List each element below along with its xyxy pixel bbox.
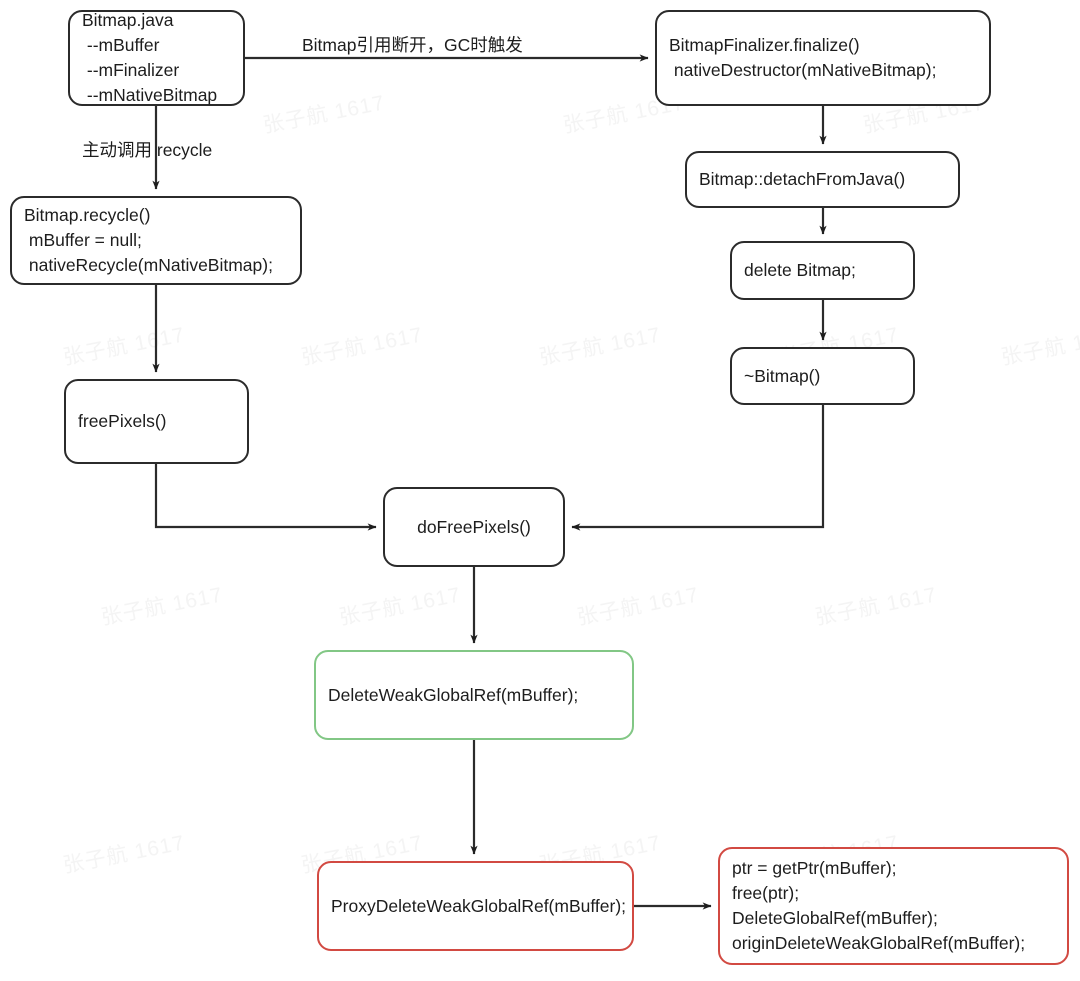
watermark-text: 张子航 1617	[999, 323, 1080, 370]
watermark-text: 张子航 1617	[99, 583, 225, 630]
node-bitmap-destructor[interactable]: ~Bitmap()	[730, 347, 915, 405]
node-delete-bitmap[interactable]: delete Bitmap;	[730, 241, 915, 300]
node-proxy-delete-weak-global-ref[interactable]: ProxyDeleteWeakGlobalRef(mBuffer);	[317, 861, 634, 951]
node-detach-from-java[interactable]: Bitmap::detachFromJava()	[685, 151, 960, 208]
watermark-text: 张子航 1617	[337, 583, 463, 630]
edge-label-gc-trigger-label: Bitmap引用断开，GC时触发	[302, 35, 523, 55]
node-proxy-impl[interactable]: ptr = getPtr(mBuffer); free(ptr); Delete…	[718, 847, 1069, 965]
watermark-text: 张子航 1617	[61, 323, 187, 370]
node-free-pixels[interactable]: freePixels()	[64, 379, 249, 464]
node-bitmap-recycle[interactable]: Bitmap.recycle() mBuffer = null; nativeR…	[10, 196, 302, 285]
node-bitmap-java[interactable]: Bitmap.java --mBuffer --mFinalizer --mNa…	[68, 10, 245, 106]
edge-destructor-to-dofreepixels	[571, 405, 825, 531]
watermark-text: 张子航 1617	[61, 831, 187, 878]
node-do-free-pixels[interactable]: doFreePixels()	[383, 487, 565, 567]
watermark-text: 张子航 1617	[261, 91, 387, 138]
node-bitmap-finalizer[interactable]: BitmapFinalizer.finalize() nativeDestruc…	[655, 10, 991, 106]
edge-label-manual-recycle-label: 主动调用 recycle	[82, 140, 213, 160]
watermark-text: 张子航 1617	[299, 323, 425, 370]
node-delete-weak-global-ref[interactable]: DeleteWeakGlobalRef(mBuffer);	[314, 650, 634, 740]
edge-freepixels-to-dofreepixels	[154, 464, 377, 531]
watermark-text: 张子航 1617	[575, 583, 701, 630]
watermark-text: 张子航 1617	[813, 583, 939, 630]
watermark-text: 张子航 1617	[537, 323, 663, 370]
